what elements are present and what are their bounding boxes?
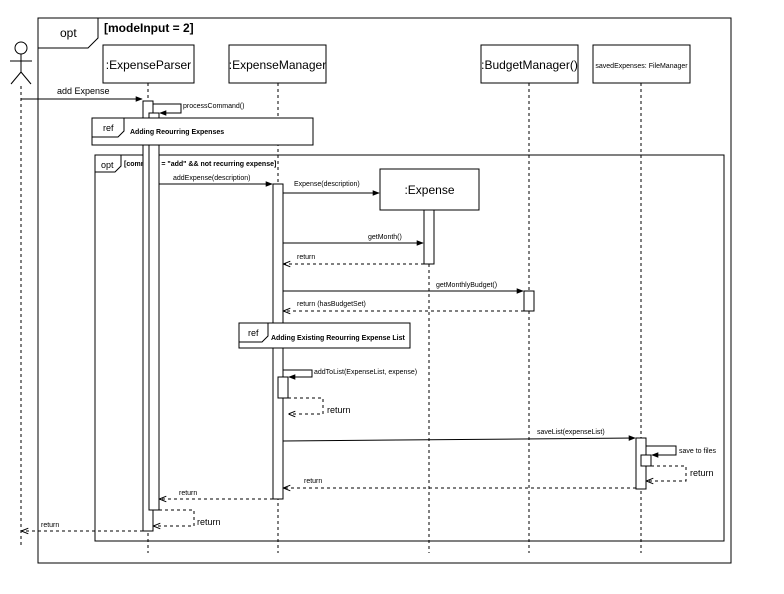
participant-label: savedExpenses: FileManager: [595, 63, 688, 70]
participant-expense-manager: :ExpenseManager: [228, 44, 327, 84]
message-add-to-list: addToList(ExpenseList, expense): [283, 369, 417, 380]
participant-label: :Expense: [404, 183, 454, 197]
outer-opt-frame: opt [modeInput = 2]: [37, 17, 732, 564]
message-add-expense-description: addExpense(description): [159, 175, 273, 187]
ref-label: Adding Reourring Expenses: [130, 129, 224, 136]
message-get-month: getMonth(): [283, 234, 424, 246]
message-return-has-budget-set: return (hasBudgetSet): [284, 301, 524, 311]
participant-label: :ExpenseManager: [229, 58, 326, 72]
message-label: return: [197, 517, 221, 527]
message-return-add-expense: return: [160, 490, 273, 499]
inner-frame-guard: [command = "add" && not recurring expens…: [124, 161, 276, 168]
participant-expense: :Expense: [379, 168, 480, 211]
message-label: getMonthlyBudget(): [436, 282, 497, 289]
message-label: save to files: [679, 448, 716, 455]
expense-activation: [423, 209, 435, 265]
outer-frame-operator: opt: [60, 26, 77, 40]
message-return-actor: return: [22, 522, 143, 531]
message-expense-constructor: Expense(description): [283, 181, 380, 196]
message-return-save-files: return: [647, 465, 714, 481]
message-label: processCommand(): [183, 103, 244, 110]
budget-manager-activation: [523, 290, 535, 312]
actor-icon: [10, 41, 32, 85]
message-return-add-to-list: return: [288, 397, 351, 415]
message-return-month: return: [284, 254, 424, 264]
message-label: add Expense: [57, 86, 110, 96]
message-add-expense: add Expense: [21, 86, 143, 102]
participant-budget-manager: :BudgetManager(): [480, 44, 579, 84]
message-label: getMonth(): [368, 234, 402, 241]
message-save-list: saveList(expenseList): [282, 429, 636, 442]
message-label: saveList(expenseList): [537, 429, 605, 436]
inner-frame-operator: opt: [101, 160, 114, 170]
expense-parser-nested-activation: [148, 112, 160, 511]
message-return-save-list: return: [284, 478, 636, 488]
participant-label: :BudgetManager(): [481, 58, 578, 72]
inner-opt-frame: opt [command = "add" && not recurring ex…: [94, 154, 725, 542]
expense-manager-nested-activation: [277, 376, 289, 399]
message-return-parser-self: return: [154, 509, 221, 527]
outer-frame-guard: [modeInput = 2]: [104, 21, 194, 35]
message-get-monthly-budget: getMonthlyBudget(): [283, 282, 524, 294]
ref-tag: ref: [103, 123, 114, 133]
participant-label: :ExpenseParser: [106, 58, 191, 72]
message-label: return: [327, 405, 351, 415]
participant-file-manager: savedExpenses: FileManager: [592, 44, 691, 84]
message-label: addExpense(description): [173, 175, 250, 182]
ref-adding-existing-recurring-expense-list: ref Adding Existing Reourring Expense Li…: [238, 322, 411, 349]
message-label: return: [297, 254, 315, 261]
ref-adding-recurring-expenses: ref Adding Reourring Expenses: [91, 117, 314, 146]
file-manager-nested-activation: [640, 454, 652, 467]
message-label: return (hasBudgetSet): [297, 301, 366, 308]
message-label: return: [41, 522, 59, 529]
ref-tag: ref: [248, 328, 259, 338]
message-label: addToList(ExpenseList, expense): [314, 369, 417, 376]
ref-label: Adding Existing Reourring Expense List: [271, 335, 405, 342]
message-label: return: [304, 478, 322, 485]
message-save-to-files: save to files: [646, 445, 716, 458]
message-label: return: [179, 490, 197, 497]
message-label: Expense(description): [294, 181, 360, 188]
message-process-command: processCommand(): [153, 103, 244, 116]
message-label: return: [690, 468, 714, 478]
participant-expense-parser: :ExpenseParser: [102, 44, 195, 84]
